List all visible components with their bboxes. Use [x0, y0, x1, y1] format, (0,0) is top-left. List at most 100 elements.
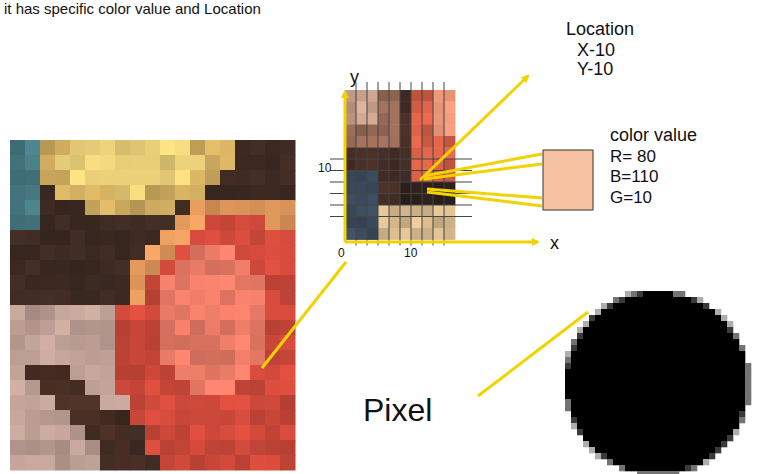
- circle-pixel: [589, 399, 595, 405]
- photo-pixel: [250, 155, 266, 171]
- circle-pixel: [631, 381, 637, 387]
- location-heading: Location: [566, 20, 634, 40]
- photo-pixel: [130, 410, 146, 426]
- circle-pixel: [589, 417, 595, 423]
- grid-pixel: [367, 113, 378, 125]
- photo-pixel: [115, 425, 131, 441]
- circle-pixel: [661, 471, 667, 474]
- photo-pixel: [40, 455, 56, 471]
- grid-pixel: [411, 182, 422, 194]
- photo-pixel: [235, 455, 251, 471]
- circle-pixel: [691, 399, 697, 405]
- circle-pixel: [703, 303, 709, 309]
- circle-pixel: [667, 345, 673, 351]
- photo-pixel: [160, 410, 176, 426]
- grid-pixel: [389, 217, 400, 229]
- circle-pixel: [607, 405, 613, 411]
- photo-pixel: [130, 200, 146, 216]
- circle-pixel: [667, 393, 673, 399]
- circle-pixel: [613, 423, 619, 429]
- circle-pixel: [673, 297, 679, 303]
- photo-pixel: [205, 290, 221, 306]
- photo-pixel: [160, 290, 176, 306]
- circle-pixel: [631, 375, 637, 381]
- circle-pixel: [643, 375, 649, 381]
- circle-pixel: [607, 447, 613, 453]
- circle-pixel: [601, 357, 607, 363]
- circle-pixel: [619, 465, 625, 471]
- circle-pixel: [691, 375, 697, 381]
- circle-pixel: [595, 381, 601, 387]
- circle-pixel: [673, 429, 679, 435]
- circle-pixel: [667, 363, 673, 369]
- grid-pixel: [389, 182, 400, 194]
- circle-pixel: [625, 393, 631, 399]
- photo-pixel: [10, 380, 26, 396]
- photo-pixel: [160, 200, 176, 216]
- grid-pixel: [345, 102, 356, 114]
- circle-pixel: [739, 351, 745, 357]
- circle-pixel: [703, 447, 709, 453]
- circle-pixel: [625, 363, 631, 369]
- circle-pixel: [577, 411, 583, 417]
- photo-pixel: [220, 140, 236, 156]
- photo-pixel: [205, 380, 221, 396]
- circle-pixel: [667, 321, 673, 327]
- photo-pixel: [85, 410, 101, 426]
- circle-pixel: [613, 417, 619, 423]
- photo-pixel: [55, 395, 71, 411]
- circle-pixel: [661, 393, 667, 399]
- circle-pixel: [589, 327, 595, 333]
- photo-pixel: [265, 170, 281, 186]
- grid-line: [378, 82, 379, 246]
- photo-pixel: [235, 170, 251, 186]
- grid-pixel: [400, 102, 411, 114]
- grid-pixel: [356, 228, 367, 240]
- photo-pixel: [265, 395, 281, 411]
- circle-pixel: [637, 351, 643, 357]
- photo-pixel: [265, 290, 281, 306]
- circle-pixel: [721, 321, 727, 327]
- channel-value: B=110: [610, 168, 658, 187]
- circle-pixel: [655, 321, 661, 327]
- coordinate-value: X-10: [577, 41, 615, 61]
- circle-pixel: [607, 309, 613, 315]
- leader-lines: [262, 76, 588, 396]
- circle-pixel: [571, 363, 577, 369]
- photo-pixel: [235, 320, 251, 336]
- circle-pixel: [565, 381, 571, 387]
- circle-pixel: [691, 405, 697, 411]
- circle-pixel: [583, 327, 589, 333]
- grid-line: [422, 82, 423, 246]
- circle-pixel: [637, 459, 643, 465]
- circle-pixel: [601, 321, 607, 327]
- circle-pixel: [613, 405, 619, 411]
- circle-pixel: [577, 357, 583, 363]
- circle-pixel: [733, 375, 739, 381]
- photo-pixel: [130, 140, 146, 156]
- circle-pixel: [649, 357, 655, 363]
- circle-pixel: [613, 363, 619, 369]
- photo-pixel: [250, 335, 266, 351]
- circle-pixel: [703, 375, 709, 381]
- circle-pixel: [649, 291, 655, 297]
- circle-pixel: [589, 435, 595, 441]
- circle-pixel: [703, 387, 709, 393]
- grid-pixel: [411, 194, 422, 206]
- circle-pixel: [577, 369, 583, 375]
- circle-pixel: [613, 375, 619, 381]
- photo-pixel: [190, 305, 206, 321]
- photo-pixel: [235, 185, 251, 201]
- circle-pixel: [667, 465, 673, 471]
- circle-pixel: [661, 417, 667, 423]
- circle-pixel: [661, 369, 667, 375]
- photo-pixel: [85, 290, 101, 306]
- circle-pixel: [673, 363, 679, 369]
- circle-pixel: [685, 309, 691, 315]
- circle-pixel: [685, 369, 691, 375]
- circle-pixel: [667, 429, 673, 435]
- photo-pixel: [70, 200, 86, 216]
- circle-pixel: [619, 447, 625, 453]
- circle-pixel: [625, 423, 631, 429]
- circle-pixel: [733, 339, 739, 345]
